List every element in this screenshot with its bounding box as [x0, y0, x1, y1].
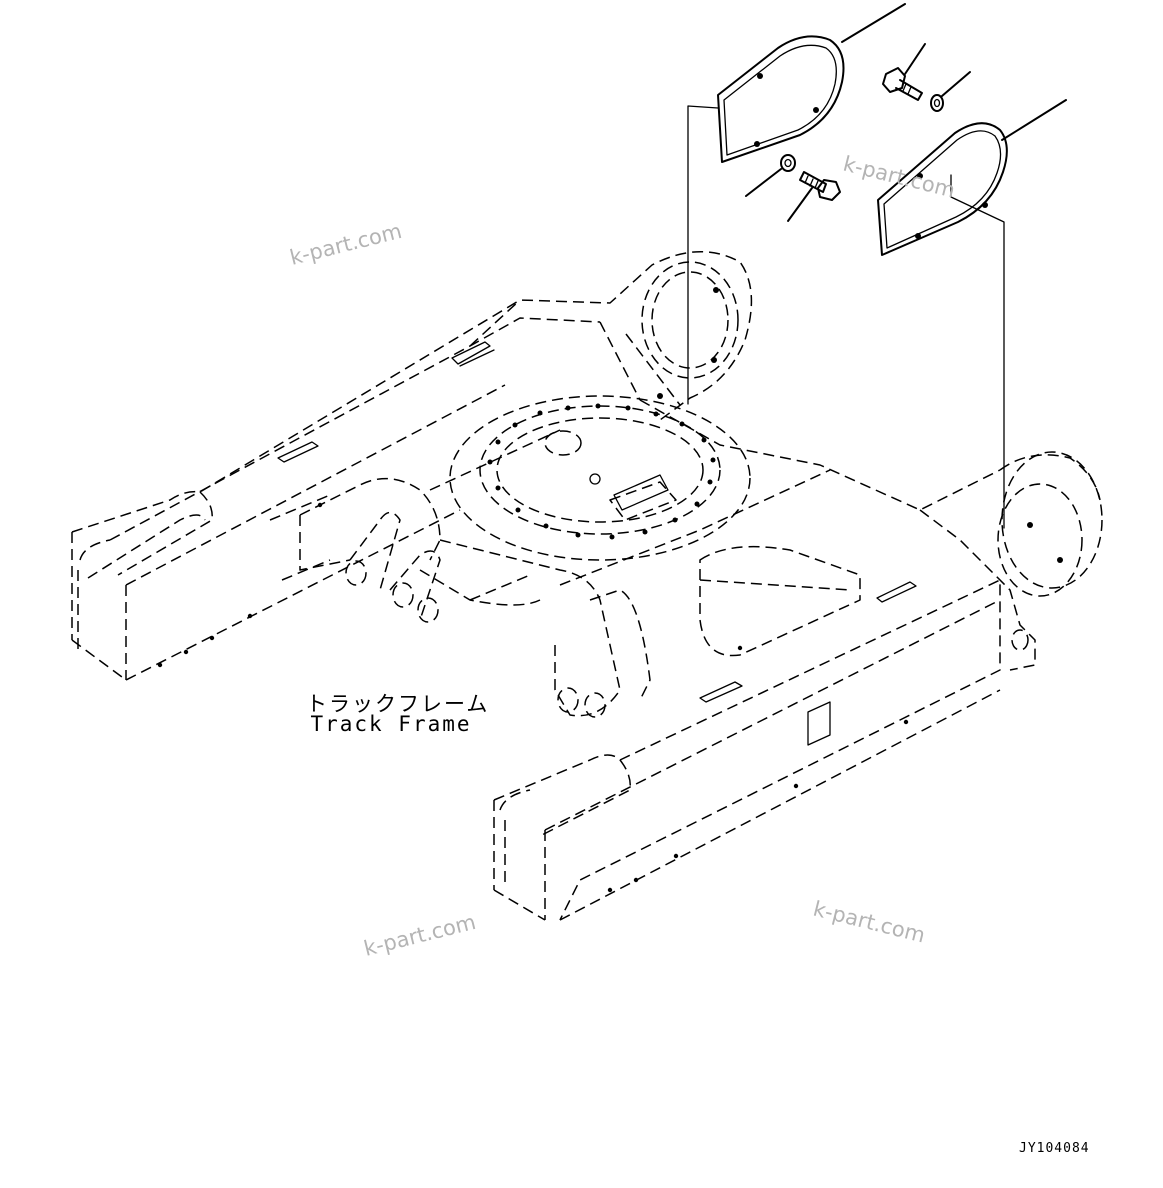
- right-cover-plate: [877, 99, 1067, 256]
- part-label-japanese: トラックフレーム: [306, 692, 490, 716]
- washer-lower: [745, 154, 796, 197]
- part-label-english: Track Frame: [310, 712, 472, 736]
- swing-circle-holes: [487, 403, 716, 540]
- track-frame-body: [71, 251, 1103, 921]
- watermark: k-part.com: [811, 897, 928, 948]
- track-frame-holes: [157, 287, 1063, 893]
- drawing-code: JY104084: [1019, 1141, 1090, 1156]
- watermark: k-part.com: [361, 910, 478, 961]
- bolt-lower: [787, 171, 841, 222]
- washer-upper: [930, 71, 971, 112]
- watermark: k-part.com: [841, 152, 958, 203]
- watermark: k-part.com: [287, 219, 404, 270]
- track-frame-brackets: [277, 341, 917, 746]
- assembly-guide-lines: [687, 105, 1005, 529]
- bolt-upper: [882, 43, 926, 101]
- left-cover-plate: [717, 3, 906, 163]
